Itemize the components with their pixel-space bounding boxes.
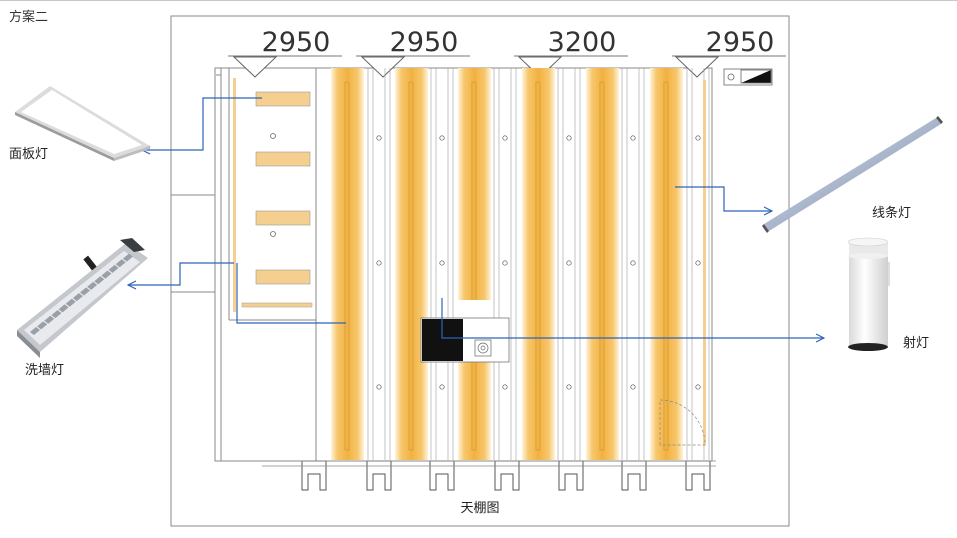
leader-wall-washer-2 [236,263,346,324]
downlight-dot [439,384,445,390]
downlight-dot [630,135,636,141]
downlight-dot [566,135,572,141]
downlight-dot [695,260,701,266]
dimension-marker [232,56,278,78]
leader-linear-light [675,186,772,211]
louver-cell [87,281,98,290]
leader-spotlight [441,298,824,338]
strip-inner-line [344,81,350,451]
louver-cell [122,253,133,262]
dimension-label: 2950 [706,27,775,58]
beam-profile [301,460,327,491]
downlight-dot [630,260,636,266]
strip-inner-line [471,81,477,451]
beam-profile [429,460,455,491]
louver-cell [94,276,105,285]
beam-profile [558,460,584,491]
linear-light-strip [586,68,619,460]
leader-lines [128,97,824,338]
panel-light-label: 面板灯 [9,147,49,162]
downlight-dot [695,384,701,390]
dimension-marker [517,56,563,78]
linear-light-strip [522,68,555,460]
dimension-marker [360,56,406,78]
leader-panel-light [142,97,262,150]
linear-light-strip [650,68,683,460]
scheme-title: 方案二 [9,10,49,25]
dimension-label: 3200 [548,27,617,58]
louver-cell [108,264,119,273]
dimension-row: 2950 2950 3200 2950 [228,27,786,78]
downlight-dot [695,135,701,141]
beam-profile [685,460,711,491]
downlight-dot [376,384,382,390]
louver-cell [72,293,83,302]
panel-light [255,269,311,285]
downlight-dot [376,135,382,141]
panel-light [255,210,311,226]
louver-cell [58,304,69,313]
downlight-dot [566,260,572,266]
equipment-box [723,68,773,86]
spotlight-box [420,317,510,363]
plan-caption: 天棚图 [460,501,500,516]
downlight-dot [270,231,276,237]
panel-light-illustration [15,86,150,161]
downlight-dot [566,384,572,390]
downlight-dot [502,260,508,266]
wall-washer-label: 洗墙灯 [25,363,65,378]
spotlight-label: 射灯 [903,336,930,351]
strip-inner-line [599,81,605,451]
panel-light-group [233,78,706,445]
downlight-dot [439,260,445,266]
louver-cell [44,315,55,324]
strip-inner-line [663,81,669,451]
panel-light-slim [241,302,313,308]
louver-cell [115,259,126,268]
strip-inner-line [535,81,541,451]
dimension-label: 2950 [390,27,459,58]
linear-light-strip [458,68,491,460]
downlight-dot [270,133,276,139]
louver-cell [37,321,48,330]
beam-profile [366,460,392,491]
downlight-dot [502,135,508,141]
wall-washer-strip [233,78,236,312]
dimension-marker [674,56,720,78]
strip-inner-line [408,81,414,451]
spotlight-illustration [847,237,890,351]
downlight-dot [502,384,508,390]
downlight-dot [630,384,636,390]
louver-cell [80,287,90,296]
bottom-rails [262,460,716,467]
top-divider [0,0,957,1]
louver-cell [51,310,62,319]
wall-washer-strip-right [703,80,706,445]
louver-cell [30,327,40,335]
beam-profile [494,460,520,491]
bottom-beam-profiles [301,460,711,491]
panel-light [255,91,311,107]
dimension-label: 2950 [262,27,331,58]
linear-light-label: 线条灯 [872,206,912,221]
panel-light [255,151,311,167]
downlight-dot [376,260,382,266]
louver-cell [65,298,76,307]
louver-cell [101,270,112,279]
linear-light-strip [331,68,364,460]
leader-wall-washer [128,262,234,285]
linear-light-illustration [762,116,943,233]
door-swing [659,399,706,446]
beam-profile [621,460,647,491]
linear-light-strip [395,68,428,460]
ceiling-strips [331,68,710,460]
wall-washer-illustration [17,238,148,358]
downlight-dot [439,135,445,141]
